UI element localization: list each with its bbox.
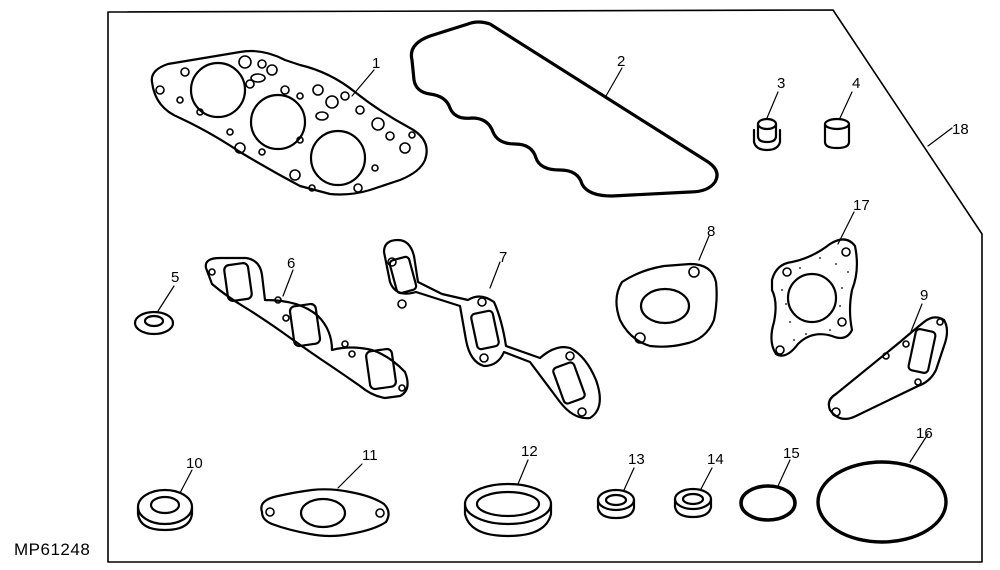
- part-1-cylinder-head-gasket: [150, 49, 428, 196]
- callout-14: 14: [707, 451, 724, 468]
- part-8-flange-gasket: [615, 235, 718, 348]
- figure-code: MP61248: [14, 540, 91, 559]
- part-9-housing-gasket: [827, 303, 949, 421]
- callout-2: 2: [617, 53, 625, 70]
- callout-11: 11: [362, 447, 378, 464]
- part-12-large-seal: [463, 459, 553, 538]
- part-17-water-pump-gasket: [770, 211, 859, 357]
- part-3-valve-stem-seal: [752, 91, 782, 152]
- part-14-seal: [673, 467, 713, 519]
- leader-18: [927, 127, 953, 147]
- part-6-intake-manifold-gasket: [204, 256, 409, 400]
- callout-18: 18: [952, 121, 969, 138]
- part-11-flange-gasket: [260, 463, 390, 538]
- callout-1: 1: [372, 55, 380, 72]
- part-4-seal: [823, 91, 853, 150]
- callout-15: 15: [783, 445, 800, 462]
- callout-4: 4: [852, 75, 860, 92]
- callout-12: 12: [521, 443, 538, 460]
- part-13-seal: [596, 467, 636, 520]
- part-16-o-ring: [816, 433, 948, 544]
- callout-7: 7: [499, 249, 507, 266]
- callout-5: 5: [171, 269, 179, 286]
- kit-boundary: [107, 9, 983, 563]
- part-2-valve-cover-gasket: [409, 20, 719, 198]
- callout-6: 6: [287, 255, 295, 272]
- callout-16: 16: [916, 425, 933, 442]
- callout-17: 17: [853, 197, 870, 214]
- callout-10: 10: [186, 455, 203, 472]
- callout-13: 13: [628, 451, 645, 468]
- callout-9: 9: [920, 287, 928, 304]
- callout-3: 3: [777, 75, 785, 92]
- callout-8: 8: [707, 223, 715, 240]
- part-10-seal-ring: [136, 469, 194, 532]
- part-5-washer: [133, 285, 175, 336]
- part-15-o-ring: [739, 459, 797, 522]
- part-7-exhaust-manifold-gasket: [382, 238, 601, 420]
